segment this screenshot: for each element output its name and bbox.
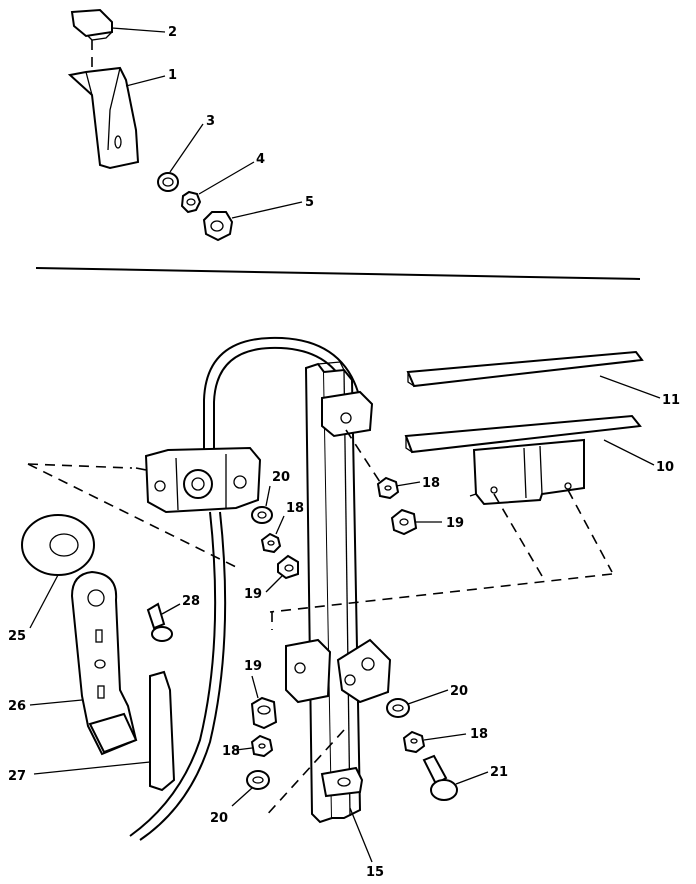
label-21: 21 (490, 765, 508, 780)
leader-10 (603, 439, 655, 466)
regulator-rail (304, 361, 362, 824)
label-10: 10 (656, 460, 674, 475)
section-divider (35, 267, 641, 280)
lower-pulley-bracket (285, 638, 392, 704)
label-27: 27 (8, 769, 26, 784)
part-20-washer-c (246, 770, 270, 790)
leader-18d (235, 747, 253, 751)
leader-26 (29, 699, 83, 706)
leader-18b (395, 481, 421, 487)
part-18-nut-a (260, 532, 282, 554)
upper-rail-slider (321, 390, 374, 438)
part-2-clip (70, 8, 113, 41)
label-18-b: 18 (422, 476, 440, 491)
label-18-d: 18 (222, 744, 240, 759)
part-25-bezel (21, 514, 95, 576)
label-20-b: 20 (450, 684, 468, 699)
part-19-nut-c (250, 696, 278, 730)
label-19-a: 19 (244, 587, 262, 602)
label-25: 25 (8, 629, 26, 644)
label-15: 15 (366, 865, 384, 880)
label-20-a: 20 (272, 470, 290, 485)
leader-11 (599, 375, 661, 399)
leader-3 (169, 123, 204, 173)
leader-28 (161, 603, 181, 615)
part-27-trim (149, 670, 176, 792)
label-1: 1 (168, 68, 177, 83)
leader-27 (33, 761, 151, 775)
cable (129, 336, 359, 841)
label-11: 11 (662, 393, 680, 408)
part-28-screw (146, 602, 173, 642)
label-26: 26 (8, 699, 26, 714)
part-18-nut-c (402, 730, 426, 754)
part-4-nut (180, 190, 202, 214)
leader-19a (265, 575, 283, 593)
part-18-nut-d (250, 734, 274, 758)
leader-25 (29, 574, 59, 629)
assembly-dash-lines (27, 429, 613, 819)
drive-housing (144, 446, 262, 514)
leader-20b (407, 689, 449, 705)
part-10-guide (404, 414, 642, 506)
lower-rail-foot (320, 766, 364, 798)
leader-19c (251, 675, 259, 699)
part-1-bracket (67, 66, 140, 170)
label-4: 4 (256, 152, 265, 167)
part-21-bolt (422, 754, 458, 801)
label-19-c: 19 (244, 659, 262, 674)
label-28: 28 (182, 594, 200, 609)
leader-18c (423, 733, 467, 741)
leader-5 (231, 201, 303, 219)
part-20-washer-b (386, 698, 410, 718)
part-5-cap-nut (202, 211, 234, 242)
part-18-nut-b (376, 476, 400, 500)
label-19-b: 19 (446, 516, 464, 531)
part-11-guide (406, 350, 644, 388)
part-26-handle (70, 570, 138, 756)
leader-2 (111, 27, 166, 33)
part-19-nut-b (390, 508, 418, 536)
label-20-c: 20 (210, 811, 228, 826)
leader-20c (231, 787, 253, 807)
part-3-washer (157, 172, 179, 192)
label-18-c: 18 (470, 727, 488, 742)
leader-20a (265, 485, 271, 507)
label-18-a: 18 (286, 501, 304, 516)
part-20-washer-a (251, 506, 273, 524)
leader-4 (198, 161, 255, 195)
leader-18a (275, 515, 285, 535)
label-3: 3 (206, 114, 215, 129)
part-19-nut-a (277, 554, 299, 580)
leader-15 (349, 807, 373, 863)
label-5: 5 (305, 195, 314, 210)
leader-21 (455, 771, 489, 785)
label-2: 2 (168, 25, 177, 40)
leader-1 (125, 75, 166, 87)
